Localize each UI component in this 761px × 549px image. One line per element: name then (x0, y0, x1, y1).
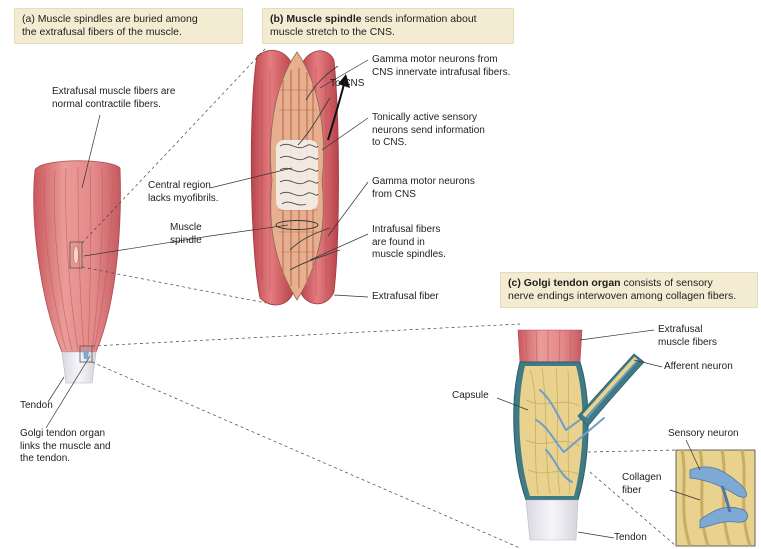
label-capsule: Capsule (452, 390, 489, 403)
label-gamma-cns: Gamma motor neurons from CNS innervate i… (372, 54, 510, 79)
label-line: spindle (170, 235, 202, 248)
label-tonically-active: Tonically active sensory neurons send in… (372, 112, 485, 150)
label-line: normal contractile fibers. (52, 99, 175, 112)
label-line: muscle fibers (658, 337, 717, 350)
label-line: are found in (372, 237, 446, 250)
label-line: from CNS (372, 189, 475, 202)
label-collagen-fiber: Collagen fiber (622, 472, 661, 497)
label-line: muscle spindles. (372, 249, 446, 262)
label-line: Muscle (170, 222, 202, 235)
label-line: Gamma motor neurons from (372, 54, 510, 67)
label-line: Extrafusal muscle fibers are (52, 86, 175, 99)
label-line: Golgi tendon organ (20, 428, 111, 441)
label-line: CNS innervate intrafusal fibers. (372, 67, 510, 80)
label-tendon-a: Tendon (20, 400, 53, 413)
label-extrafusal-fiber: Extrafusal fiber (372, 291, 439, 304)
label-line: neurons send information (372, 125, 485, 138)
label-afferent-neuron: Afferent neuron (664, 361, 733, 374)
label-line: links the muscle and (20, 441, 111, 454)
label-tendon-c: Tendon (614, 532, 647, 545)
label-golgi-links: Golgi tendon organ links the muscle and … (20, 428, 111, 466)
label-muscle-spindle: Muscle spindle (170, 222, 202, 247)
label-extrafusal-fibers-desc: Extrafusal muscle fibers are normal cont… (52, 86, 175, 111)
label-to-cns: To CNS (330, 78, 364, 91)
label-line: Central region (148, 180, 219, 193)
label-gamma-from: Gamma motor neurons from CNS (372, 176, 475, 201)
label-line: Extrafusal (658, 324, 717, 337)
label-line: lacks myofibrils. (148, 193, 219, 206)
label-central-region: Central region lacks myofibrils. (148, 180, 219, 205)
label-line: to CNS. (372, 137, 485, 150)
label-extrafusal-muscle-fibers: Extrafusal muscle fibers (658, 324, 717, 349)
label-line: the tendon. (20, 453, 111, 466)
label-line: Tonically active sensory (372, 112, 485, 125)
label-line: fiber (622, 485, 661, 498)
label-line: Gamma motor neurons (372, 176, 475, 189)
label-line: Intrafusal fibers (372, 224, 446, 237)
label-intrafusal: Intrafusal fibers are found in muscle sp… (372, 224, 446, 262)
label-sensory-neuron: Sensory neuron (668, 428, 739, 441)
label-line: Collagen (622, 472, 661, 485)
